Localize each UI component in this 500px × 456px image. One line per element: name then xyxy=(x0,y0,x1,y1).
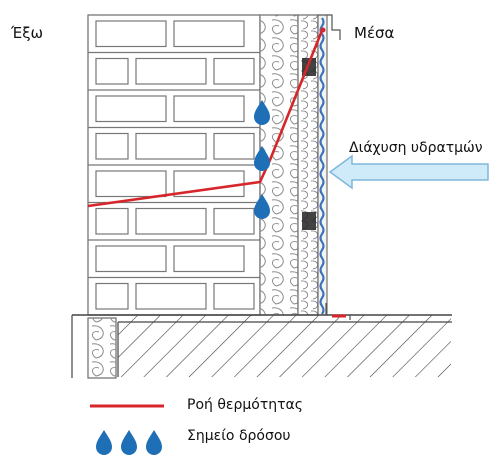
brick xyxy=(135,132,207,160)
brick xyxy=(95,95,167,123)
brick xyxy=(173,20,245,48)
water-drop-icon xyxy=(254,194,270,219)
water-drop-icon xyxy=(121,430,137,455)
brick xyxy=(213,282,255,310)
floor-slab xyxy=(71,303,452,379)
inside-label: Μέσα xyxy=(354,24,395,42)
brick xyxy=(135,282,207,310)
brick xyxy=(95,282,129,310)
top-bracket xyxy=(318,14,341,40)
brick xyxy=(95,20,167,48)
brick xyxy=(95,245,167,273)
brick-wall xyxy=(87,14,261,316)
brick xyxy=(95,57,129,85)
brick xyxy=(95,207,129,235)
legend xyxy=(90,404,164,455)
brick xyxy=(135,57,207,85)
vapor-arrow-icon xyxy=(328,154,489,190)
legend-heat-label: Ροή θερμότητας xyxy=(187,397,303,413)
dew-drops xyxy=(254,100,270,219)
brick xyxy=(213,57,255,85)
water-drop-icon xyxy=(146,430,162,455)
heat-flow-line xyxy=(87,27,325,208)
vapor-diffusion-label: Διάχυση υδρατμών xyxy=(349,140,483,156)
water-drop-icon xyxy=(254,100,270,125)
brick xyxy=(213,207,255,235)
water-drop-icon xyxy=(254,146,270,171)
brick xyxy=(173,95,245,123)
brick xyxy=(173,245,245,273)
brick xyxy=(95,132,129,160)
brick xyxy=(213,132,255,160)
brick xyxy=(135,207,207,235)
inner-insulation-layer xyxy=(297,14,319,316)
water-drop-icon xyxy=(96,430,112,455)
outside-label: Έξω xyxy=(11,24,44,42)
brick xyxy=(95,170,167,198)
legend-dew-label: Σημείο δρόσου xyxy=(187,428,291,444)
